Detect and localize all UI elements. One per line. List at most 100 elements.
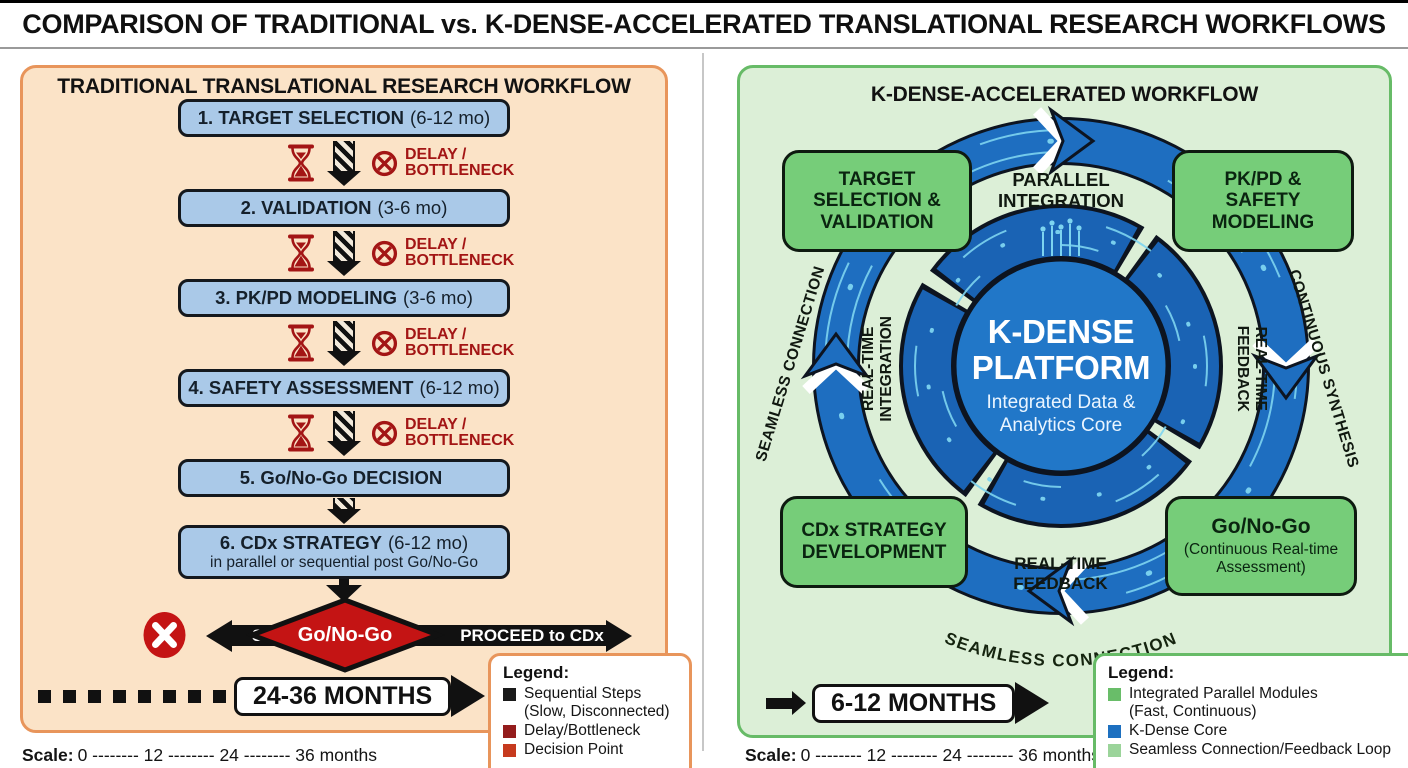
legend-label: Integrated Parallel Modules (Fast, Conti… (1129, 685, 1318, 721)
right-timeline: 6-12 MONTHS (766, 682, 1050, 724)
delay-icon (371, 240, 398, 266)
step-duration: (6-12 mo) (410, 107, 491, 128)
timeline-stem-icon (766, 691, 806, 715)
step-label: 5. Go/No-Go DECISION (239, 467, 443, 488)
legend-label: Decision Point (524, 741, 624, 759)
delay-label: DELAY / BOTTLENECK (405, 146, 515, 179)
gonogo-diamond (245, 597, 445, 673)
kdense-cycle-diagram: SEAMLESS CONNECTION (740, 88, 1395, 670)
module-target-selection: TARGET SELECTION & VALIDATION (782, 150, 972, 252)
legend-swatch-loop (1108, 744, 1121, 758)
workflow-connector: DELAY / BOTTLENECK (124, 317, 564, 369)
step-cdx-strategy: 6. CDx STRATEGY (6-12 mo) in parallel or… (178, 525, 510, 579)
circuit-nodes (1040, 218, 1082, 232)
legend-label: Seamless Connection/Feedback Loop (1129, 741, 1391, 759)
legend-item: Decision Point (503, 741, 679, 759)
step-validation: 2. VALIDATION (3-6 mo) (178, 189, 510, 227)
step-note: in parallel or sequential post Go/No-Go (210, 553, 478, 571)
legend-swatch-decision (503, 744, 516, 758)
timeline-arrow-icon (451, 675, 486, 717)
delay-bottleneck: DELAY / BOTTLENECK (371, 416, 515, 449)
legend-swatch-core (1108, 725, 1121, 739)
parallel-integration-label: PARALLEL INTEGRATION (997, 169, 1125, 212)
kdense-core-circle (951, 256, 1171, 476)
step-pkpd-modeling: 3. PK/PD MODELING (3-6 mo) (178, 279, 510, 317)
delay-label: DELAY / BOTTLENECK (405, 416, 515, 449)
hourglass-icon (288, 234, 314, 272)
step-safety-assessment: 4. SAFETY ASSESSMENT (6-12 mo) (178, 369, 510, 407)
left-scale: Scale:0 -------- 12 -------- 24 --------… (22, 745, 377, 766)
delay-icon (371, 150, 398, 176)
delay-label: DELAY / BOTTLENECK (405, 236, 515, 269)
delay-bottleneck: DELAY / BOTTLENECK (371, 146, 515, 179)
left-timeline: 24-36 MONTHS (23, 675, 665, 717)
step-duration: (3-6 mo) (403, 287, 473, 308)
hourglass-icon (288, 414, 314, 452)
legend-item: Seamless Connection/Feedback Loop (1108, 741, 1402, 759)
step-duration: (6-12 mo) (387, 531, 469, 553)
module-gonogo-title: Go/No-Go (1211, 515, 1311, 539)
left-duration-box: 24-36 MONTHS (234, 676, 452, 716)
right-legend: Legend: Integrated Parallel Modules (Fas… (1093, 653, 1408, 768)
right-scale: Scale:0 -------- 12 -------- 24 --------… (745, 745, 1100, 766)
page-title: COMPARISON OF TRADITIONAL vs. K-DENSE-AC… (22, 9, 1386, 39)
step-gonogo-decision: 5. Go/No-Go DECISION (178, 459, 510, 497)
step-duration: (6-12 mo) (419, 377, 500, 398)
legend-label: K-Dense Core (1129, 722, 1228, 740)
real-time-integration-label: REAL-TIME INTEGRATION (860, 316, 895, 422)
legend-label: Sequential Steps (Slow, Disconnected) (524, 685, 670, 721)
legend-item: Delay/Bottleneck (503, 722, 679, 740)
step-label: 3. PK/PD MODELING (215, 287, 398, 308)
delay-icon (371, 420, 398, 446)
kdense-workflow-panel: K-DENSE-ACCELERATED WORKFLOW (737, 65, 1392, 738)
traditional-workflow-panel: TRADITIONAL TRANSLATIONAL RESEARCH WORKF… (20, 65, 668, 733)
arrow-to-decision (326, 579, 362, 603)
workflow-connector: DELAY / BOTTLENECK (124, 407, 564, 459)
hourglass-icon (288, 144, 314, 182)
step-label: 1. TARGET SELECTION (197, 107, 405, 128)
sequential-arrow (327, 410, 361, 456)
kdense-core-title: K-DENSE PLATFORM (971, 313, 1151, 386)
stop-icon (143, 612, 186, 658)
workflow-connector: DELAY / BOTTLENECK (124, 137, 564, 189)
circuit-traces (1042, 224, 1080, 256)
legend-title: Legend: (503, 663, 570, 682)
scale-prefix: Scale: (22, 745, 74, 765)
right-panel-title: K-DENSE-ACCELERATED WORKFLOW (870, 83, 1259, 106)
scale-values: 0 -------- 12 -------- 24 -------- 36 mo… (77, 745, 377, 765)
legend-item: Integrated Parallel Modules (Fast, Conti… (1108, 685, 1402, 721)
proceed-label: PROCEED to CDx (460, 626, 604, 645)
hourglass-icon (288, 324, 314, 362)
timeline-arrow-icon (1015, 682, 1050, 724)
module-gonogo: Go/No-Go (Continuous Real-time Assessmen… (1165, 496, 1357, 596)
step-label: 4. SAFETY ASSESSMENT (188, 377, 414, 398)
legend-swatch-delay (503, 725, 516, 739)
step-label: 6. CDx STRATEGY (219, 531, 382, 553)
legend-label: Delay/Bottleneck (524, 722, 641, 740)
scale-prefix: Scale: (745, 745, 797, 765)
legend-item: K-Dense Core (1108, 722, 1402, 740)
module-gonogo-sub: (Continuous Real-time Assessment) (1183, 541, 1339, 576)
right-duration-box: 6-12 MONTHS (812, 683, 1016, 723)
kdense-core-subtitle: Integrated Data & Analytics Core (986, 392, 1136, 436)
module-pkpd-safety: PK/PD & SAFETY MODELING (1172, 150, 1354, 252)
module-cdx-strategy: CDx STRATEGY DEVELOPMENT (780, 496, 968, 588)
step-duration: (3-6 mo) (377, 197, 448, 218)
legend-item: Sequential Steps (Slow, Disconnected) (503, 685, 679, 721)
delay-bottleneck: DELAY / BOTTLENECK (371, 236, 515, 269)
delay-label: DELAY / BOTTLENECK (405, 326, 515, 359)
workflow-connector-short (124, 497, 564, 525)
left-legend: Legend: Sequential Steps (Slow, Disconne… (488, 653, 692, 768)
delay-icon (371, 330, 398, 356)
legend-title: Legend: (1108, 663, 1175, 682)
kdense-core: K-DENSE PLATFORM Integrated Data & Analy… (956, 314, 1166, 437)
title-divider (0, 47, 1408, 49)
workflow-connector: DELAY / BOTTLENECK (124, 227, 564, 279)
real-time-feedback-right-label: REAL-TIME FEEDBACK (1234, 325, 1269, 412)
legend-swatch-modules (1108, 688, 1121, 701)
step-target-selection: 1. TARGET SELECTION (6-12 mo) (178, 99, 510, 137)
panel-divider (702, 53, 704, 751)
decision-row: STOP PROCEED to CDx Go/No-Go (20, 597, 668, 673)
sequential-arrow (327, 140, 361, 186)
